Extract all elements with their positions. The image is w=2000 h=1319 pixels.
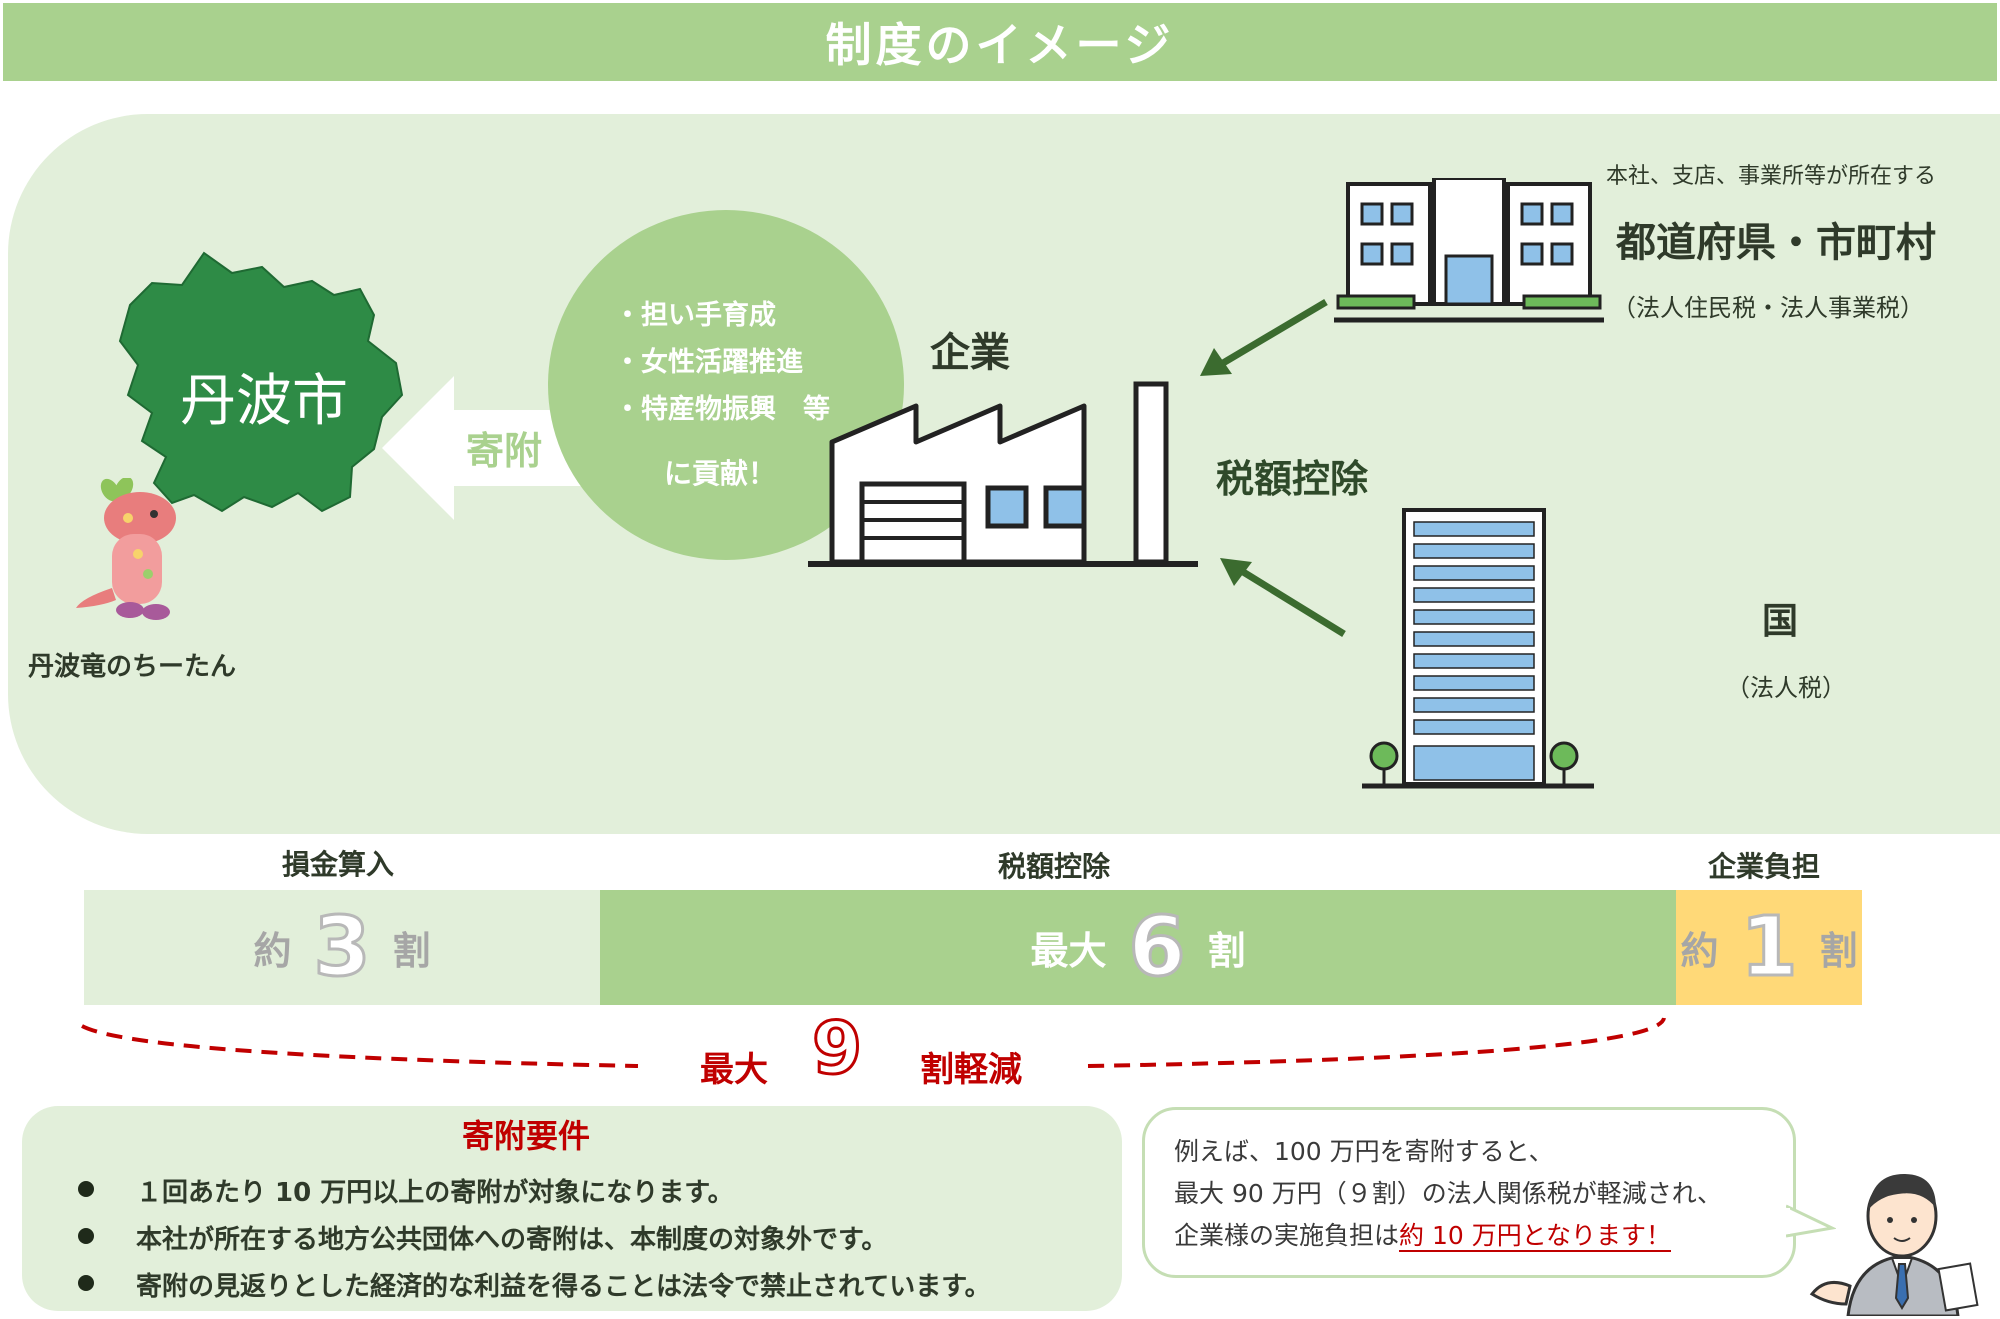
segment-header: 税額控除 — [998, 850, 1111, 883]
segment-prefix: 約 — [1680, 929, 1719, 973]
contribution-item: ・女性活躍推進 — [614, 347, 803, 378]
tamba-city-map — [118, 251, 404, 513]
total-number: 9 — [810, 1006, 863, 1090]
example-speech-bubble — [1142, 1107, 1796, 1278]
prefecture-caption: 本社、支店、事業所等が所在する — [1606, 164, 1937, 189]
factory-icon — [808, 381, 1198, 567]
contribution-closing: に貢献！ — [664, 457, 777, 490]
requirements-box — [22, 1106, 1122, 1311]
example-line3-emphasis: 約 10 万円となります！ — [1399, 1221, 1671, 1252]
header-bar: 制度のイメージ — [3, 3, 1997, 81]
ratio-segment-tax-credit: 最大 6 割 — [600, 890, 1676, 1005]
segment-prefix: 約 — [253, 929, 292, 973]
contribution-item: ・特産物振興 等 — [614, 394, 830, 425]
prefecture-office-icon — [1334, 178, 1604, 323]
requirement-item: １回あたり 10 万円以上の寄附が対象になります。 — [136, 1178, 734, 1208]
prefecture-name: 都道府県・市町村 — [1616, 220, 1936, 266]
donation-arrow-icon — [382, 376, 582, 520]
contribution-item: ・担い手育成 — [614, 300, 776, 331]
prefecture-taxes: （法人住民税・法人事業税） — [1612, 294, 1924, 322]
segment-prefix: 最大 — [1030, 929, 1107, 973]
nation-arrow-icon — [1220, 558, 1346, 637]
example-line: 最大 90 万円（９割）の法人関係税が軽減され、 — [1174, 1179, 1722, 1208]
requirement-item: 寄附の見返りとした経済的な利益を得ることは法令で禁止されています。 — [136, 1272, 991, 1302]
donation-label: 寄附 — [466, 429, 543, 473]
nation-name: 国 — [1762, 601, 1799, 642]
speech-bubble-tail — [1786, 1204, 1836, 1238]
prefecture-arrow-icon — [1200, 298, 1328, 376]
example-line: 例えば、100 万円を寄附すると、 — [1174, 1137, 1554, 1166]
example-line-3: 企業様の実施負担は約 10 万円となります！ — [1174, 1216, 1671, 1252]
bullet-icon — [78, 1228, 94, 1244]
total-suffix: 割軽減 — [920, 1050, 1022, 1090]
company-label: 企業 — [930, 330, 1010, 376]
segment-suffix: 割 — [1207, 929, 1246, 973]
contribution-list: ・担い手育成 ・女性活躍推進 ・特産物振興 等 — [614, 292, 830, 433]
segment-number: 6 — [1127, 899, 1187, 995]
segment-suffix: 割 — [1819, 929, 1858, 973]
page-title: 制度のイメージ — [825, 18, 1175, 72]
example-line3-prefix: 企業様の実施負担は — [1174, 1221, 1400, 1250]
ratio-segment-deductible: 約 3 割 — [84, 890, 600, 1005]
segment-number: 3 — [312, 899, 372, 995]
total-reduction-bracket — [81, 1017, 1666, 1068]
tax-credit-label: 税額控除 — [1216, 457, 1369, 501]
segment-number: 1 — [1739, 899, 1799, 995]
segment-header: 企業負担 — [1708, 850, 1821, 883]
segment-header: 損金算入 — [282, 848, 395, 881]
nation-taxes: （法人税） — [1726, 674, 1846, 702]
businessman-icon — [1809, 1174, 1979, 1316]
bullet-icon — [78, 1275, 94, 1291]
segment-suffix: 割 — [392, 929, 431, 973]
bullet-icon — [78, 1181, 94, 1197]
requirements-title: 寄附要件 — [462, 1117, 591, 1155]
mascot-dinosaur-icon — [76, 478, 176, 620]
mascot-caption: 丹波竜のちーたん — [28, 652, 237, 682]
city-label: 丹波市 — [180, 369, 348, 434]
requirement-item: 本社が所在する地方公共団体への寄附は、本制度の対象外です。 — [136, 1225, 888, 1255]
national-government-building-icon — [1362, 508, 1594, 789]
total-prefix: 最大 — [700, 1050, 768, 1090]
ratio-segment-company-burden: 約 1 割 — [1676, 890, 1862, 1005]
